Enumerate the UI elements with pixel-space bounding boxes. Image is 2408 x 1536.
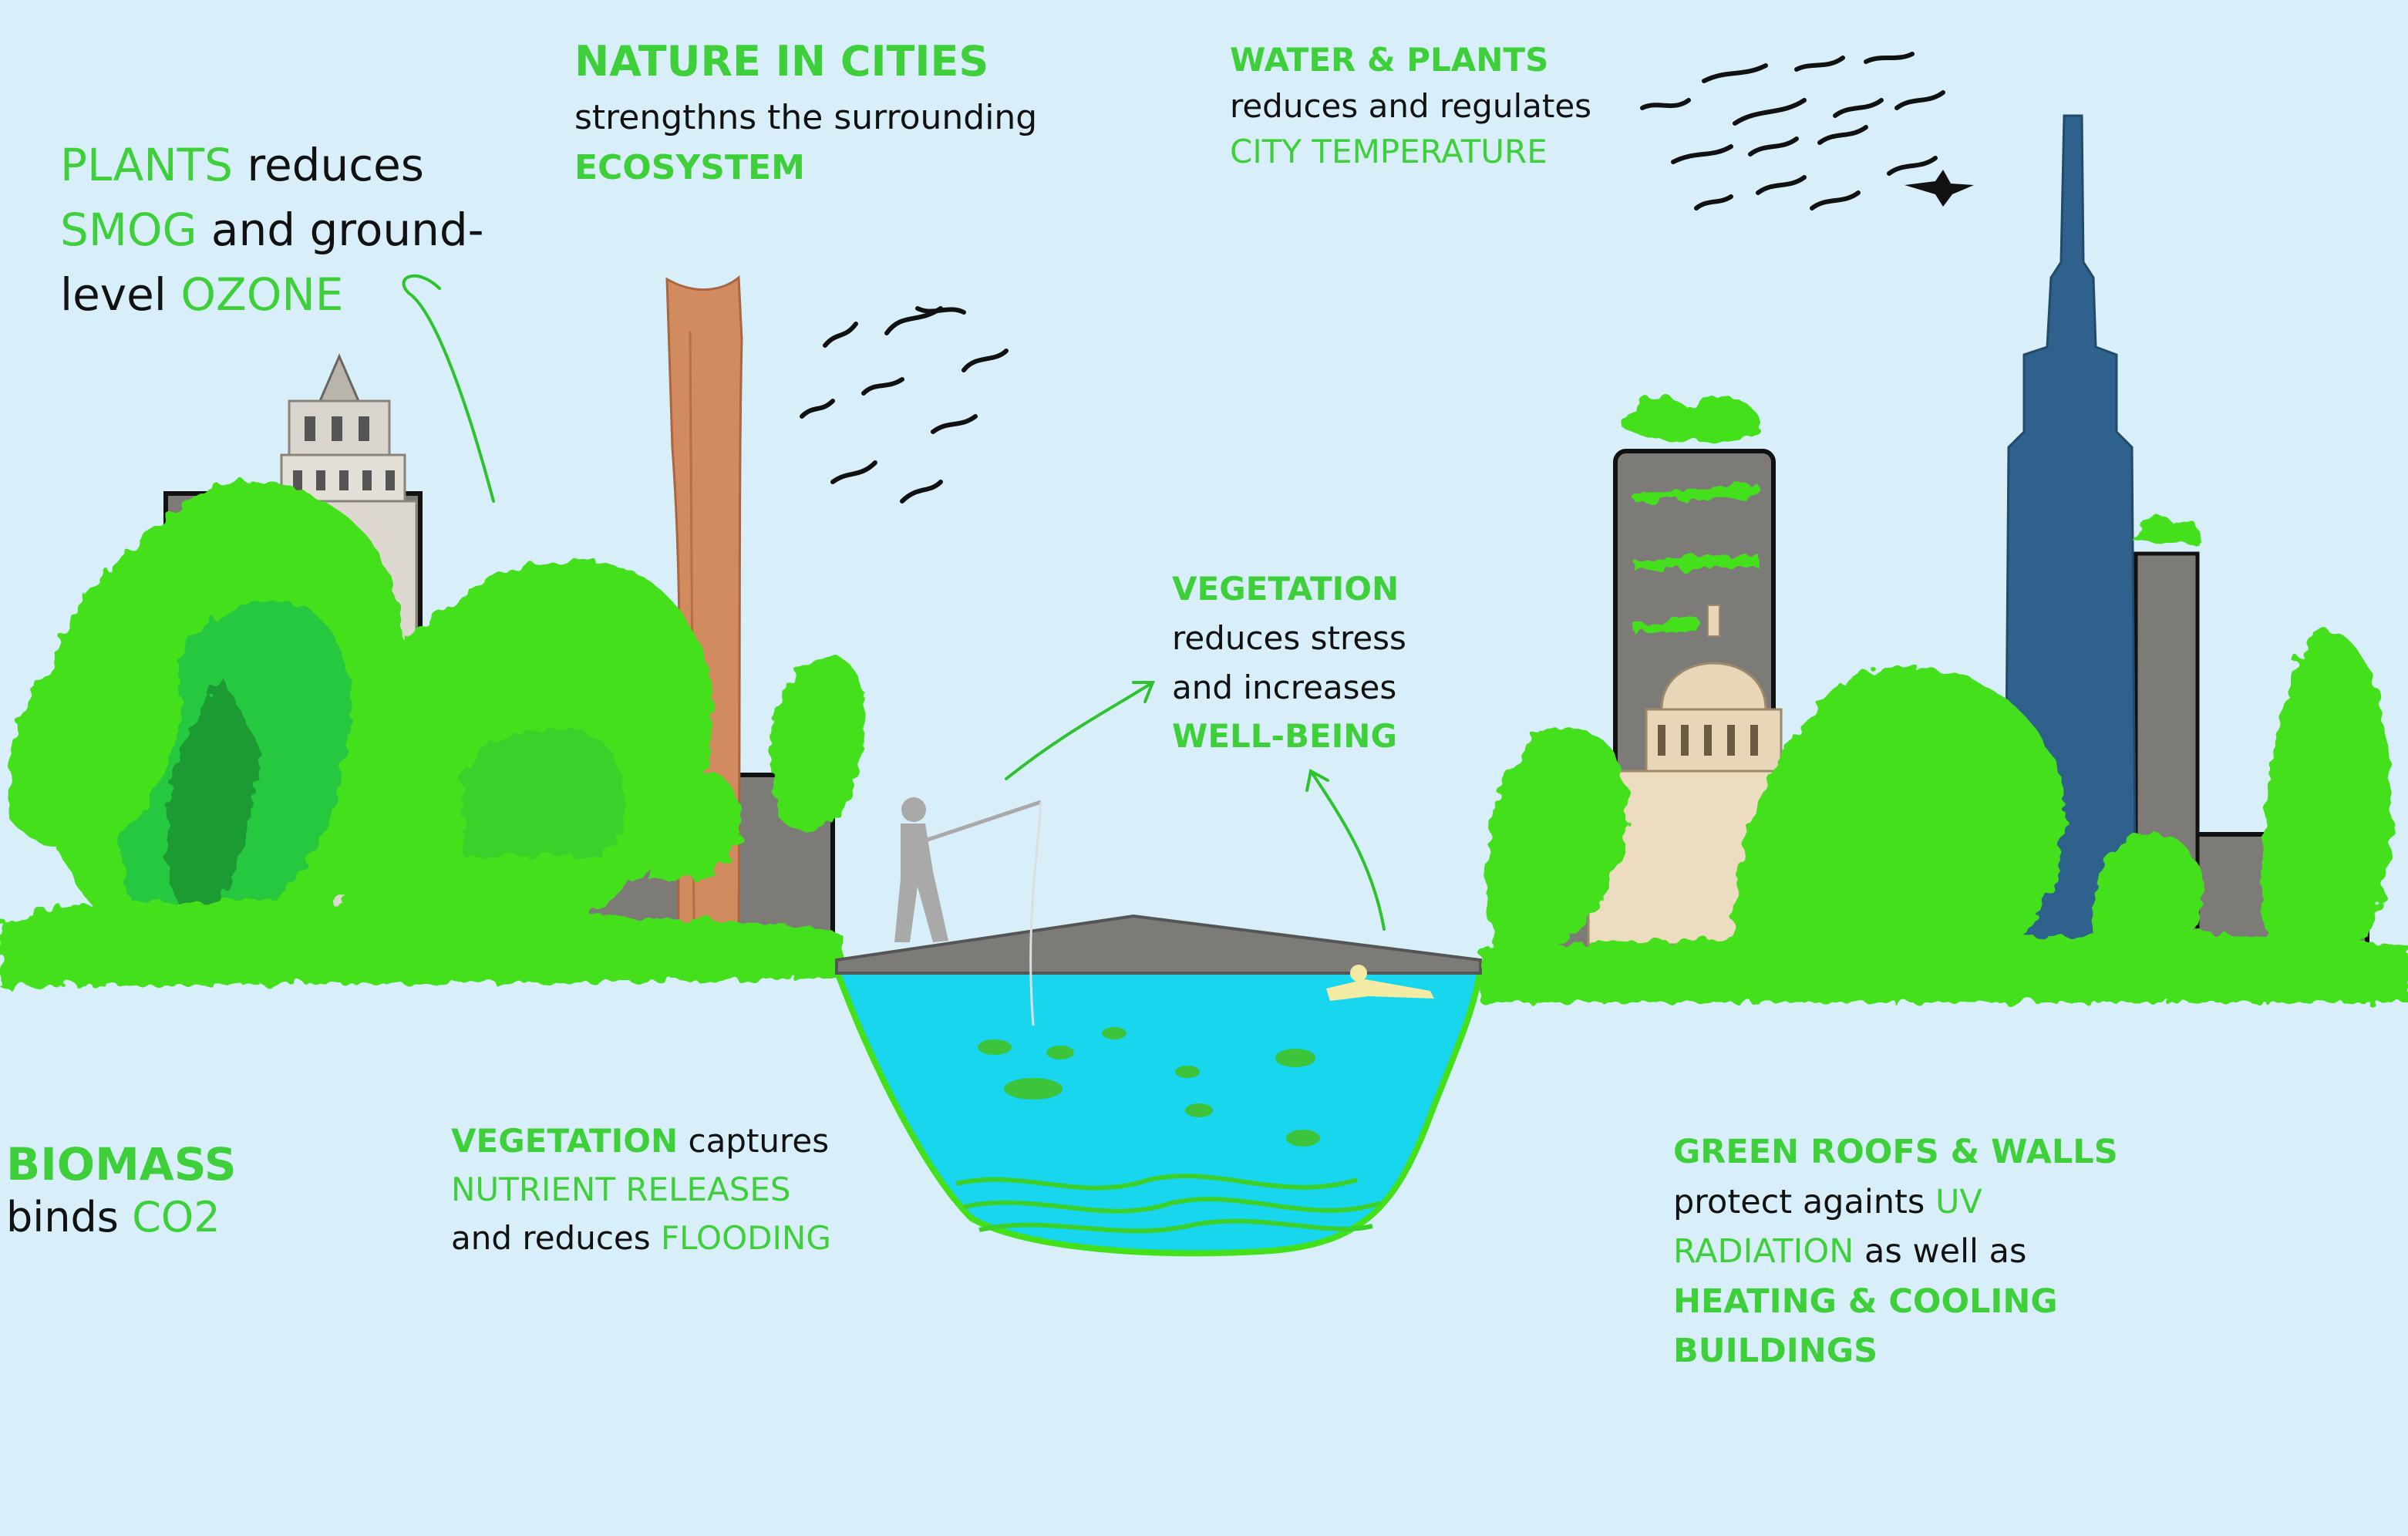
arrow-icon <box>402 274 495 503</box>
city-temperature-word: CITY TEMPERATURE <box>1230 133 1548 171</box>
bird-icon <box>1640 98 1691 110</box>
fish-icon <box>1046 1046 1074 1059</box>
biomass-label: BIOMASS binds CO2 <box>6 1137 237 1243</box>
arrows <box>402 274 1386 931</box>
bird-icon <box>1894 90 1945 110</box>
flooding-word: FLOODING <box>661 1219 831 1257</box>
biomass-title: BIOMASS <box>6 1138 237 1191</box>
ecosystem-word: ECOSYSTEM <box>574 148 805 188</box>
nutrient-releases-word: NUTRIENT RELEASES <box>451 1171 791 1208</box>
radiation-word: RADIATION <box>1673 1232 1854 1271</box>
reduces-word: and reduces <box>451 1219 661 1257</box>
bird-icon <box>830 460 877 484</box>
plants-word: PLANTS <box>60 139 233 191</box>
ozone-word: OZONE <box>180 268 344 322</box>
arrow-icon <box>1132 681 1155 703</box>
co2-word: CO2 <box>132 1192 221 1241</box>
green-roofs-label: GREEN ROOFS & WALLS protect againts UV R… <box>1673 1127 2118 1376</box>
plants-reduces-word: reduces <box>232 139 424 191</box>
as-well-as-word: as well as <box>1854 1232 2027 1271</box>
water-plants-title: WATER & PLANTS <box>1230 41 1549 79</box>
nature-in-cities-label: NATURE IN CITIES strengthns the surround… <box>574 31 1037 193</box>
stress-line: reduces stress <box>1172 618 1406 657</box>
arrow-icon <box>1305 768 1329 792</box>
binds-word: binds <box>6 1192 133 1241</box>
nature-line-2: strengthns the surrounding <box>574 97 1038 137</box>
fish-icon <box>1175 1066 1200 1078</box>
fish-icon <box>978 1039 1012 1055</box>
nature-title: NATURE IN CITIES <box>574 37 989 86</box>
increases-line: and increases <box>1172 668 1397 706</box>
water-line-2: reduces and regulates <box>1230 86 1592 125</box>
buildings-word: BUILDINGS <box>1673 1332 1878 1370</box>
left-trees <box>0 480 866 987</box>
bird-icon <box>931 414 978 434</box>
bird-icon <box>1817 125 1868 145</box>
bird-icon <box>861 377 904 396</box>
uv-word: UV <box>1935 1182 1982 1221</box>
fish-icon <box>1286 1130 1320 1147</box>
right-trees <box>1480 395 2408 1002</box>
bird-icon <box>1794 56 1845 72</box>
heating-cooling-word: HEATING & COOLING <box>1673 1282 2058 1321</box>
pond <box>832 967 1484 1257</box>
bird-icon <box>900 480 943 504</box>
fish-icon <box>1102 1027 1127 1039</box>
bird-icon <box>1833 98 1884 118</box>
well-being-word: WELL-BEING <box>1172 717 1397 756</box>
fish-icon <box>1275 1049 1315 1067</box>
bird-icon <box>823 322 858 348</box>
vegetation-capture-title: VEGETATION <box>451 1122 679 1160</box>
arrow-icon <box>1005 681 1154 780</box>
airplane-icon <box>1905 170 1974 207</box>
bird-icon <box>962 349 1009 372</box>
vegetation-capture-label: VEGETATION captures NUTRIENT RELEASES an… <box>451 1117 831 1262</box>
bird-icon <box>1748 136 1799 157</box>
vegetation-title: VEGETATION <box>1172 570 1399 608</box>
ground-word: and ground- <box>197 204 484 257</box>
level-word: level <box>60 268 181 322</box>
bird-icon <box>1694 194 1733 211</box>
bird-icon <box>1887 156 1938 176</box>
water-plants-label: WATER & PLANTS reduces and regulates CIT… <box>1230 37 1591 175</box>
captures-word: captures <box>678 1122 830 1160</box>
bird-icon <box>1671 144 1733 164</box>
fish-icon <box>1185 1103 1213 1117</box>
fish-group <box>978 1027 1320 1147</box>
bird-icon <box>1864 52 1915 64</box>
birds <box>800 52 1945 504</box>
bird-icon <box>1702 63 1768 83</box>
fish-icon <box>1004 1078 1063 1100</box>
bird-icon <box>1810 190 1861 211</box>
protect-word: protect againts <box>1673 1182 1935 1221</box>
swimmer-icon <box>1326 965 1434 1001</box>
arrow-icon <box>1309 770 1386 931</box>
bird-icon <box>1756 175 1807 195</box>
fisherman-icon <box>894 797 1042 1026</box>
bird-icon <box>1733 98 1807 126</box>
smog-word: SMOG <box>60 204 197 257</box>
green-roofs-title: GREEN ROOFS & WALLS <box>1673 1133 2118 1171</box>
plants-smog-label: PLANTS reduces SMOG and ground- level OZ… <box>60 133 484 327</box>
pond-weeds <box>955 1174 1381 1234</box>
vegetation-stress-label: VEGETATION reduces stress and increases … <box>1172 564 1406 761</box>
bird-icon <box>800 399 835 419</box>
bird-icon <box>915 306 966 315</box>
